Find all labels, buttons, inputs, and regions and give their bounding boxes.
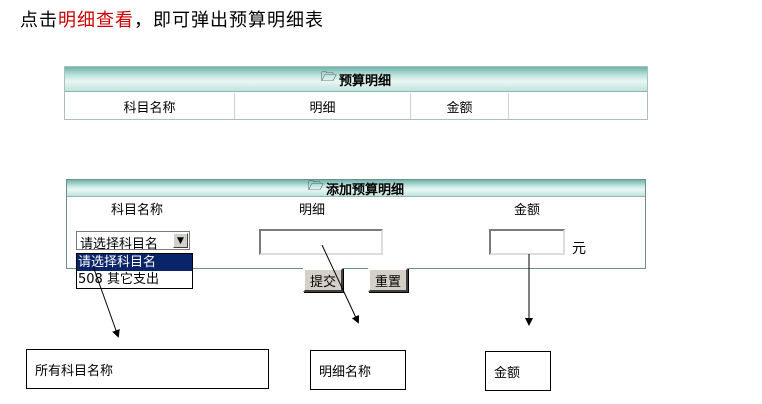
add-budget-header: 🗁 添加预算明细: [67, 179, 645, 198]
instruction-prefix: 点击: [20, 10, 58, 31]
dropdown-option[interactable]: 508 其它支出: [78, 272, 159, 287]
add-budget-title: 添加预算明细: [326, 182, 405, 198]
label-subject-name: 科目名称: [111, 203, 164, 218]
reset-button[interactable]: 重置: [368, 268, 408, 292]
instruction-text: 点击明细查看，即可弹出预算明细表: [20, 6, 324, 32]
add-budget-panel: 🗁 添加预算明细 科目名称 明细 金额: [66, 179, 646, 269]
subject-select-value: 请选择科目名: [80, 237, 159, 252]
budget-detail-panel: 🗁 预算明细 科目名称 明细 金额: [64, 66, 648, 120]
instruction-suffix: ，即可弹出预算明细表: [134, 10, 324, 31]
label-detail: 明细: [299, 203, 326, 218]
amount-input[interactable]: [489, 229, 565, 255]
callout-amount: 金额: [485, 351, 551, 391]
folder-open-icon: 🗁: [320, 70, 338, 85]
amount-unit: 元: [572, 241, 586, 257]
arrow-to-subject-callout: [92, 265, 120, 338]
callout-detail-name: 明细名称: [310, 350, 406, 390]
submit-button[interactable]: 提交: [303, 268, 343, 292]
instruction-highlight: 明细查看: [58, 10, 134, 31]
column-subject-name: 科目名称: [65, 93, 235, 119]
subject-dropdown-list[interactable]: 请选择科目名 508 其它支出: [76, 253, 193, 289]
folder-open-icon: 🗁: [307, 179, 325, 194]
chevron-down-icon[interactable]: ▼: [173, 233, 188, 248]
detail-input[interactable]: [259, 229, 383, 255]
budget-detail-header-row: 科目名称 明细 金额: [65, 93, 647, 119]
budget-detail-title: 预算明细: [339, 73, 392, 89]
label-amount: 金额: [514, 203, 541, 218]
column-amount: 金额: [411, 93, 509, 119]
budget-detail-header: 🗁 预算明细: [65, 67, 647, 92]
dropdown-option[interactable]: 请选择科目名: [77, 254, 192, 271]
subject-select[interactable]: 请选择科目名 ▼: [76, 231, 190, 252]
column-detail: 明细: [235, 93, 411, 119]
callout-subject-names: 所有科目名称: [26, 349, 269, 389]
arrow-to-detail-callout: [321, 244, 360, 324]
